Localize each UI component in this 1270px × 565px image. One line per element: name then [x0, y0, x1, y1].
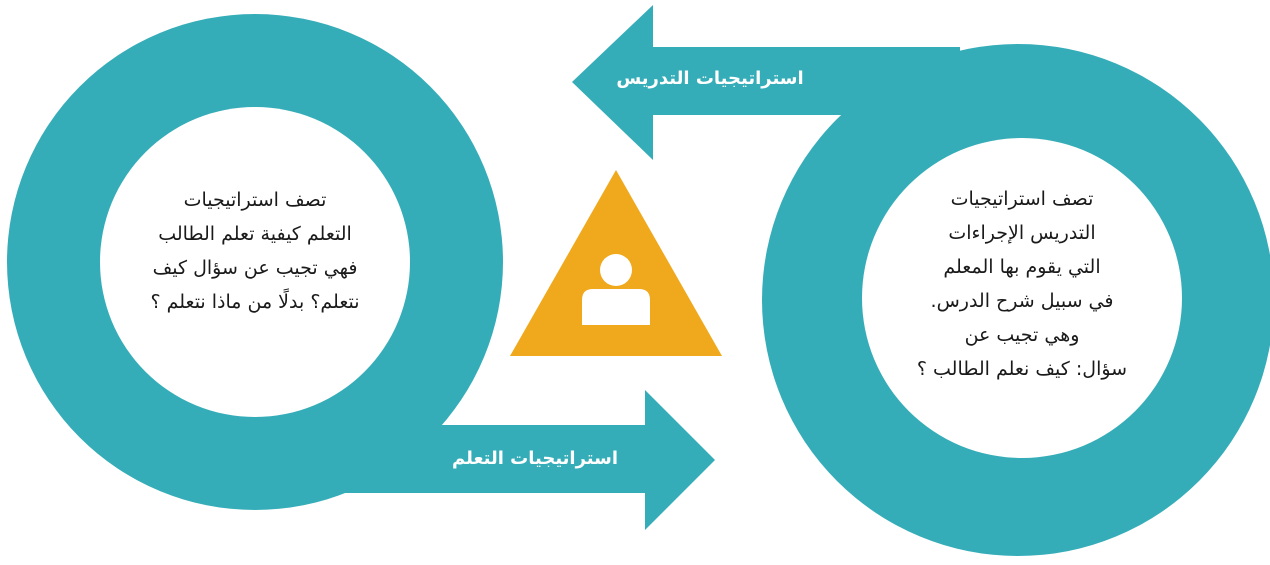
right-circle-line: التي يقوم بها المعلم: [943, 256, 1101, 278]
left-circle-line: تصف استراتيجيات: [183, 189, 327, 211]
bottom-arrow-label: استراتيجيات التعلم: [451, 448, 619, 469]
right-circle-line: في سبيل شرح الدرس.: [930, 290, 1114, 312]
left-circle-line: التعلم كيفية تعلم الطالب: [158, 223, 352, 245]
left-circle-line: فهي تجيب عن سؤال كيف: [152, 257, 358, 279]
right-circle-line: سؤال: كيف نعلم الطالب ؟: [916, 358, 1128, 380]
right-circle-text: تصف استراتيجيات التدريس الإجراءات التي ي…: [882, 182, 1162, 386]
person-icon: [582, 254, 650, 325]
top-arrow-label: استراتيجيات التدريس: [616, 68, 804, 89]
left-circle-text: تصف استراتيجيات التعلم كيفية تعلم الطالب…: [115, 183, 395, 319]
right-circle-line: تصف استراتيجيات: [950, 188, 1094, 210]
left-ring-inner: [100, 107, 410, 417]
right-ring-inner: [862, 138, 1182, 458]
right-circle-line: التدريس الإجراءات: [948, 222, 1096, 244]
right-circle-line: وهي تجيب عن: [964, 324, 1080, 346]
top-arrow: [572, 5, 960, 160]
left-circle-line: نتعلم؟ بدلًا من ماذا نتعلم ؟: [150, 291, 360, 313]
